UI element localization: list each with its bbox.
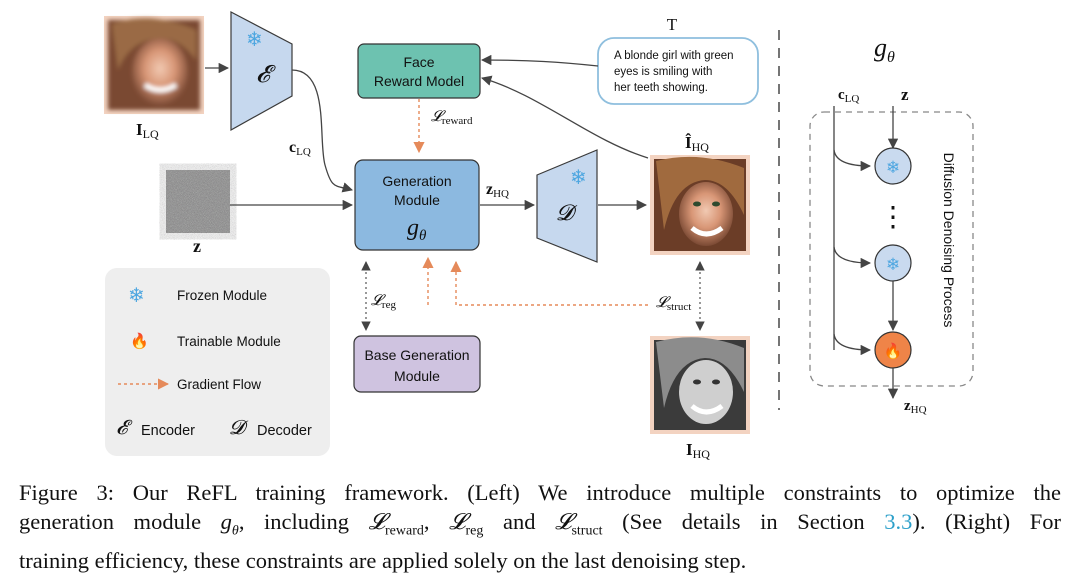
svg-text:Trainable Module: Trainable Module xyxy=(177,334,281,349)
svg-text:eyes is smiling with: eyes is smiling with xyxy=(614,66,712,78)
svg-text:𝓓: 𝓓 xyxy=(229,417,249,439)
c-lq-branch-2 xyxy=(833,246,872,269)
i-lq-label: ILQ xyxy=(136,120,159,141)
c-lq-branch-3 xyxy=(833,333,872,356)
legend: ❄ Frozen Module 🔥 Trainable Module Gradi… xyxy=(105,268,330,456)
i-lq-image xyxy=(104,16,204,114)
loss-reward-label: 𝓛reward xyxy=(431,109,473,127)
frozen-step-node-1: ❄ xyxy=(874,147,912,185)
svg-text:Generation: Generation xyxy=(382,173,451,189)
flame-icon: 🔥 xyxy=(884,342,903,360)
svg-text:her teeth showing.: her teeth showing. xyxy=(614,82,708,94)
svg-text:Base Generation: Base Generation xyxy=(364,347,469,363)
svg-text:Decoder: Decoder xyxy=(257,423,312,439)
snowflake-icon: ❄ xyxy=(128,285,145,307)
section-link[interactable]: 3.3 xyxy=(884,509,913,534)
noise-image xyxy=(166,170,230,233)
right-z-label: z xyxy=(901,85,909,104)
diffusion-box xyxy=(809,111,974,387)
struct-gradient-arrow xyxy=(450,260,648,306)
face-reward-model: Face Reward Model xyxy=(357,43,481,99)
diffusion-process-label: Diffusion Denoising Process xyxy=(941,153,957,328)
base-generation-module: Base Generation Module xyxy=(353,335,481,393)
right-c-lq-label: cLQ xyxy=(838,87,859,105)
figure-caption: Figure 3: Our ReFL training framework. (… xyxy=(19,478,1061,575)
arrow-text-reward xyxy=(480,54,599,67)
decoder-block: ❄ 𝓓 xyxy=(536,149,598,263)
snowflake-icon: ❄ xyxy=(570,167,587,189)
encoder-block: ❄ 𝓔 xyxy=(230,11,293,132)
i-hq-label: IHQ xyxy=(686,440,710,461)
z-hq-label: zHQ xyxy=(486,181,509,200)
i-hq-image xyxy=(650,336,750,434)
flame-icon: 🔥 xyxy=(130,332,149,350)
c-lq-branch-1 xyxy=(833,149,872,172)
svg-text:Face: Face xyxy=(403,54,434,70)
loss-struct-label: 𝓛struct xyxy=(656,295,691,313)
trainable-step-node: 🔥 xyxy=(874,331,912,369)
z-label: z xyxy=(193,236,201,256)
caption-line-2: generation module gθ, including 𝓛reward,… xyxy=(19,509,1062,539)
svg-text:Module: Module xyxy=(394,368,440,384)
i-hq-hat-image xyxy=(650,155,750,255)
svg-text:Reward Model: Reward Model xyxy=(374,73,464,89)
snowflake-icon: ❄ xyxy=(886,158,900,177)
svg-text:Encoder: Encoder xyxy=(141,423,195,439)
frozen-step-node-2: ❄ xyxy=(874,244,912,282)
text-prompt-bubble: A blonde girl with green eyes is smiling… xyxy=(597,37,759,105)
svg-text:Gradient Flow: Gradient Flow xyxy=(177,377,261,392)
decoder-symbol: 𝓓 xyxy=(556,200,578,225)
loss-reg-label: 𝓛reg xyxy=(371,293,396,311)
snowflake-icon: ❄ xyxy=(246,29,263,51)
c-lq-label: cLQ xyxy=(289,139,311,158)
i-hq-hat-label: ÎHQ xyxy=(685,133,709,154)
svg-text:Frozen Module: Frozen Module xyxy=(177,288,267,303)
generation-module: Generation Module gθ xyxy=(354,159,480,251)
caption-line-1: Figure 3: Our ReFL training framework. (… xyxy=(19,480,1061,505)
snowflake-icon: ❄ xyxy=(886,255,900,274)
svg-text:A blonde girl with green: A blonde girl with green xyxy=(614,50,734,62)
text-prompt-label: T xyxy=(667,15,678,34)
right-z-hq-label: zHQ xyxy=(904,398,927,416)
right-panel-title: gθ xyxy=(874,33,895,66)
ellipsis-dots: ⋮ xyxy=(879,201,907,232)
arrow-ihq-reward xyxy=(481,75,649,159)
caption-line-3: training efficiency, these constraints a… xyxy=(19,547,747,573)
svg-text:Module: Module xyxy=(394,192,440,208)
arrow-encoder-generation xyxy=(291,69,353,193)
svg-text:gθ: gθ xyxy=(407,215,427,244)
